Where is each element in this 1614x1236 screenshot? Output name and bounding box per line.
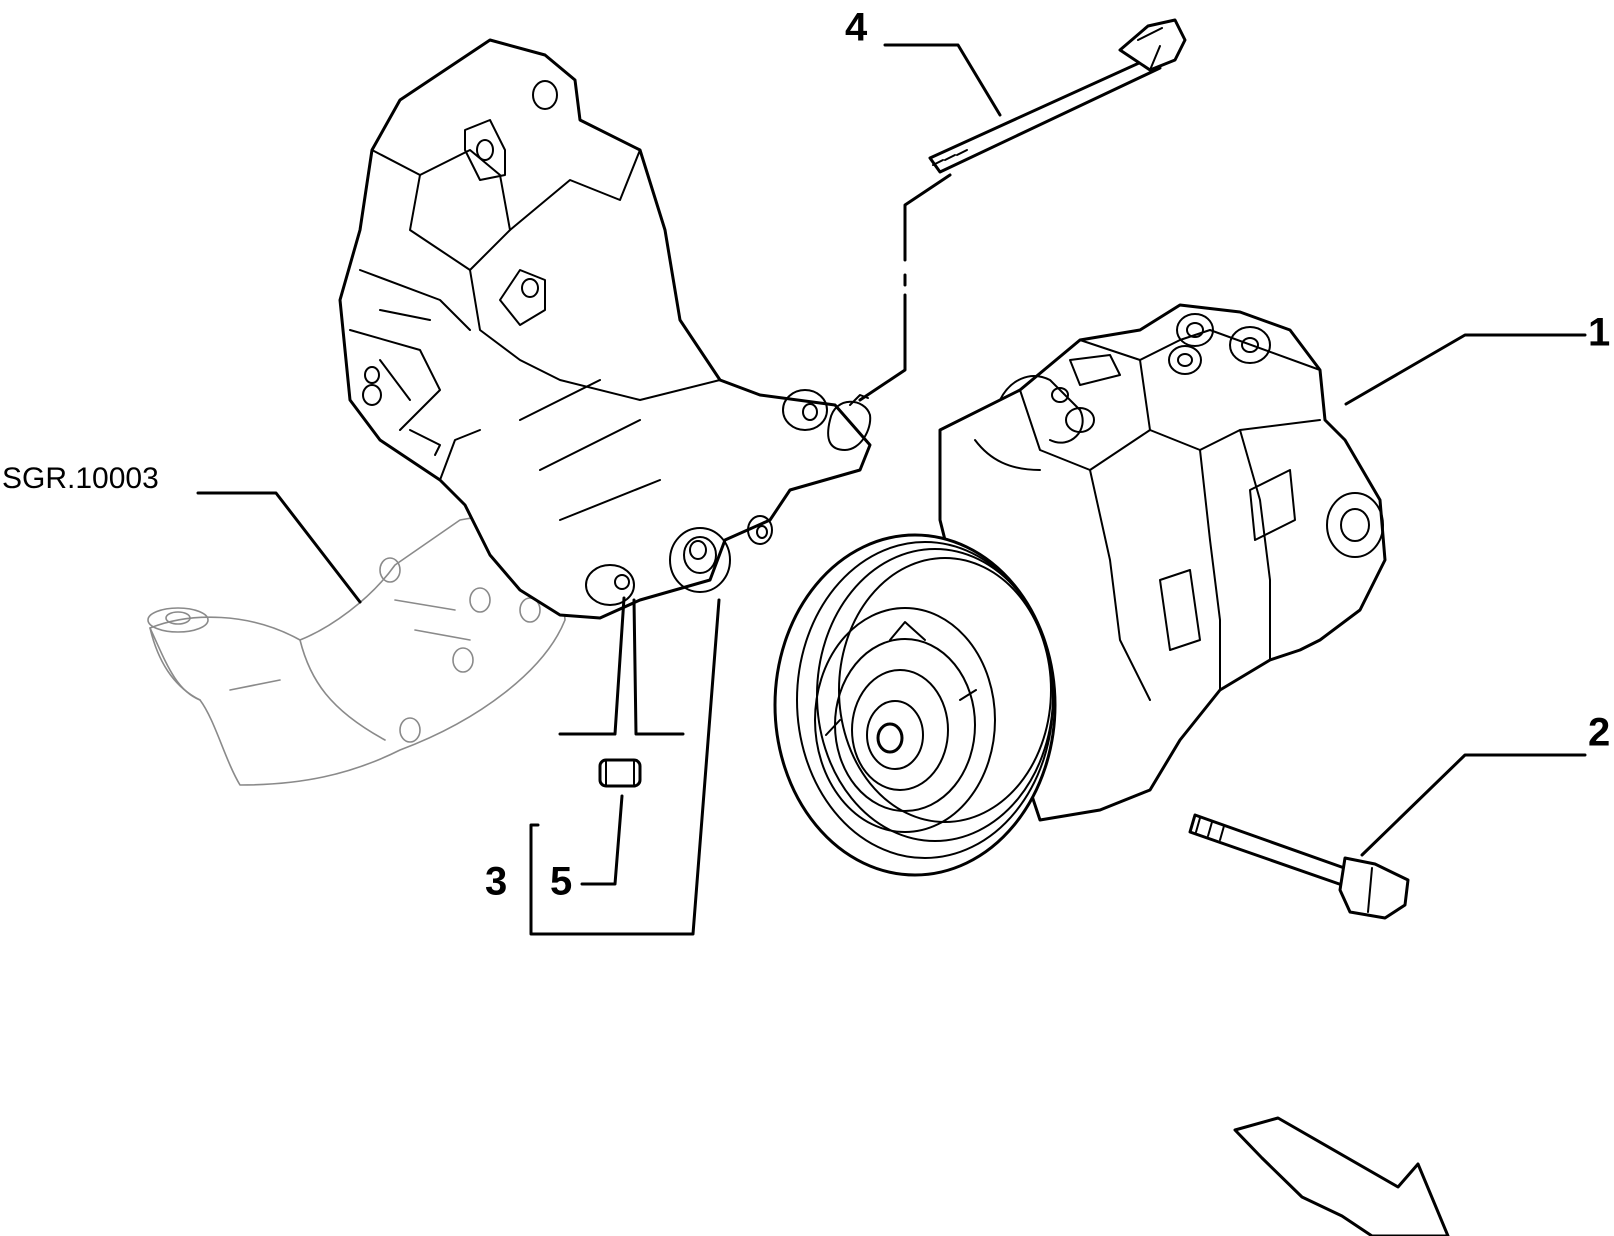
callout-label-1: 1 bbox=[1588, 311, 1610, 355]
callout-label-3: 3 bbox=[485, 860, 507, 904]
bolt-item-2 bbox=[1188, 813, 1410, 920]
callout-label-4: 4 bbox=[845, 6, 868, 50]
reference-label: SGR.10003 bbox=[2, 462, 159, 495]
leader-lines bbox=[196, 43, 1587, 936]
compressor-mounting-bracket bbox=[338, 38, 872, 620]
bushing-item-5 bbox=[598, 758, 642, 788]
callout-label-5: 5 bbox=[550, 860, 572, 904]
direction-arrow-icon bbox=[1233, 1116, 1450, 1236]
callout-label-2: 2 bbox=[1588, 711, 1610, 755]
long-bolt-item-4 bbox=[928, 18, 1187, 174]
ac-compressor bbox=[773, 303, 1387, 877]
reference-manifold-ghost bbox=[147, 515, 566, 786]
